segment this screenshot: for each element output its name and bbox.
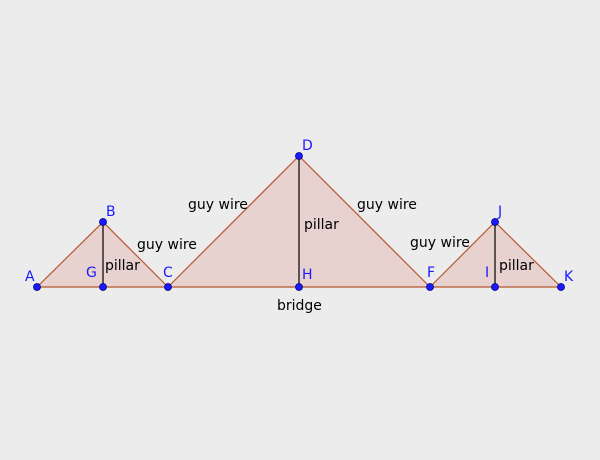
point-label-j: J [497, 204, 502, 220]
point-label-c: C [163, 265, 173, 281]
guy-wire-label-center-left: guy wire [188, 197, 248, 213]
point-j [491, 218, 499, 226]
pillar-label-right: pillar [499, 258, 534, 274]
point-g [99, 283, 107, 291]
point-label-f: F [427, 265, 435, 281]
point-label-k: K [564, 269, 574, 285]
pillar-label-center: pillar [304, 217, 339, 233]
guy-wire-label-right: guy wire [410, 235, 470, 251]
guy-wire-label-left: guy wire [137, 237, 197, 253]
point-c [164, 283, 172, 291]
point-b [99, 218, 107, 226]
point-h [295, 283, 303, 291]
point-i [491, 283, 499, 291]
point-label-a: A [25, 269, 35, 285]
point-a [33, 283, 41, 291]
point-k [557, 283, 565, 291]
point-d [295, 152, 303, 160]
point-f [426, 283, 434, 291]
point-label-h: H [302, 267, 313, 283]
point-label-g: G [86, 265, 97, 281]
guy-wire-label-center-right: guy wire [357, 197, 417, 213]
pillar-label-left: pillar [105, 258, 140, 274]
bridge-label: bridge [277, 298, 322, 314]
point-label-i: I [485, 265, 489, 281]
point-label-b: B [106, 204, 116, 220]
point-label-d: D [302, 138, 313, 154]
